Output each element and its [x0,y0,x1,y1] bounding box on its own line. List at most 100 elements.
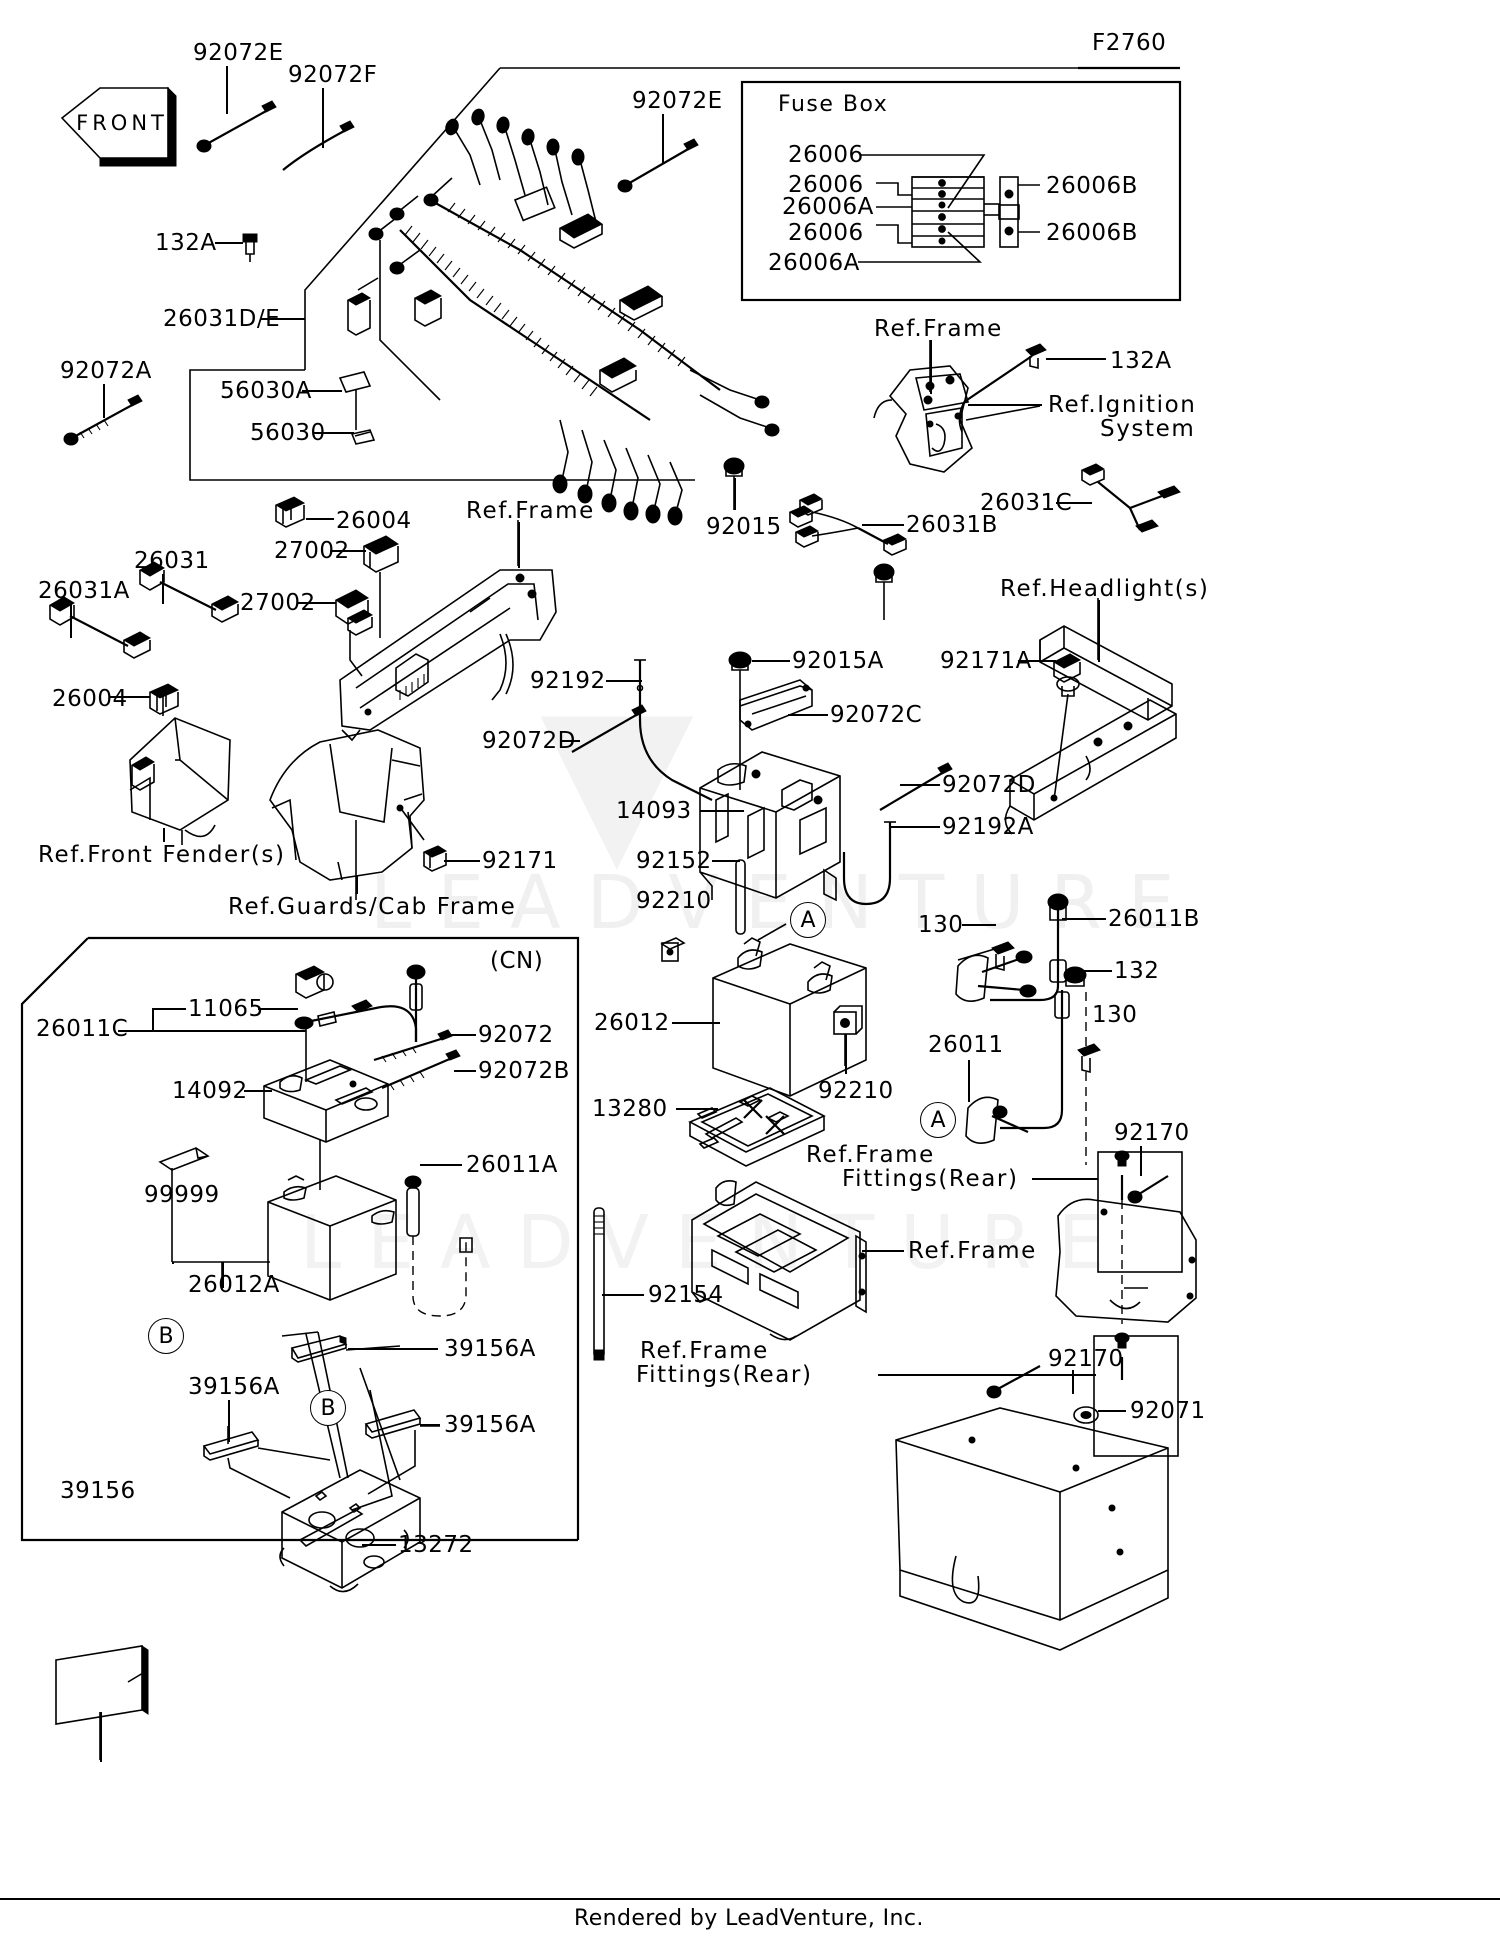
part-39156A-right [364,1409,422,1439]
callout-39156: 39156 [60,1478,136,1504]
leader-99999 [172,1262,174,1264]
leader-26011 [968,1060,970,1102]
part-26011A-cable [404,1175,473,1317]
leader-92071 [1098,1410,1126,1412]
part-132A-right [958,343,1047,433]
diagram-code: F2760 [1092,30,1167,56]
leader-26011C [118,1030,154,1032]
leader-27002-lower [298,602,336,604]
leader-26012A [222,1262,224,1288]
bottom-divider [0,1898,1500,1900]
part-92210-left [660,937,686,962]
callout-132A-right: 132A [1110,348,1172,374]
callout-ref-frame-1: Ref.Frame [466,498,595,524]
part-27002-lower [335,589,374,636]
part-56030 [350,429,376,445]
callout-ref-frame-2: Ref.Frame [874,316,1003,342]
leader-92072F [322,88,324,148]
leader-92072C [788,714,828,716]
ref-frame-bar-art [339,569,557,742]
callout-99999: 99999 [144,1182,220,1208]
part-132A-left [242,233,258,262]
callout-ref-frame-3: Ref.Frame [806,1142,935,1168]
leader-ref-frame-1 [518,522,520,568]
leader-132A-left [215,242,243,244]
callout-26031B: 26031B [906,512,998,538]
callout-39156A-1: 39156A [444,1336,536,1362]
callout-ref-frame-4: Ref.Frame [908,1238,1037,1264]
ref-frame-bracket-art [873,365,973,473]
leader-92170-upper [1140,1146,1142,1176]
leader-132 [1084,970,1112,972]
part-26011-terminal-upper [955,950,1037,1002]
part-26004-upper [274,496,306,528]
group-marker-A1-text: A [800,907,816,933]
leader-130-upper [962,924,996,926]
leader-92152 [712,860,740,862]
ref-front-fender-art [129,717,231,838]
leader-26004-upper [306,518,334,520]
callout-13272: 13272 [398,1532,474,1558]
ref-frame-tray-art [691,1180,867,1341]
leader-26012 [672,1022,720,1024]
leader-92072D-center [560,740,580,742]
callout-13280: 13280 [592,1096,668,1122]
callout-92015: 92015 [706,514,782,540]
leader-ref-front-fender [163,828,165,842]
group-marker-A1: A [790,902,826,938]
callout-92171: 92171 [482,848,558,874]
leader-13272 [362,1544,396,1546]
wire-harness-drawing [346,108,780,526]
part-26011-cable-lower [1000,990,1070,1130]
callout-26004-upper: 26004 [336,508,412,534]
leader-ref-frame-2 [930,340,932,394]
callout-26011B: 26011B [1108,906,1200,932]
callout-56030A: 56030A [220,378,312,404]
ref-frame-fittings-panel-upper [1055,1198,1197,1323]
fuse-box-label-4: 26006 [788,220,864,246]
callout-130-upper: 130 [918,912,964,938]
part-92071-washer [1073,1406,1099,1424]
fuse-box-right-label-2: 26006B [1046,220,1138,246]
leader-92015 [734,478,736,510]
leader-92072 [446,1034,476,1036]
part-26011-terminal-lower [965,1096,1029,1144]
callout-132: 132 [1114,958,1160,984]
leader-56030 [314,432,354,434]
fuse-box-label-5: 26006A [768,250,860,276]
callout-92072A: 92072A [60,358,152,384]
leader-92210-right [845,1034,847,1074]
part-26011B-cable [990,893,1069,1002]
part-39156A-mid [202,1431,260,1461]
part-26031A [49,596,152,659]
leader-92171A [1018,660,1056,662]
callout-92210-right: 92210 [818,1078,894,1104]
part-92015-nut-2 [873,563,895,583]
part-92154-bolt [593,1207,605,1361]
callout-92072B: 92072B [478,1058,570,1084]
callout-ref-guards-cab: Ref.Guards/Cab Frame [228,894,517,920]
part-26004-lower [148,683,180,715]
callout-26011: 26011 [928,1032,1004,1058]
callout-92210-left: 92210 [636,888,712,914]
callout-92171A: 92171A [940,648,1032,674]
callout-26004-lower: 26004 [52,686,128,712]
callout-92072F: 92072F [288,62,378,88]
part-92015A-nut [728,651,752,671]
part-92152-rod [735,859,746,935]
leader-92072B [454,1070,476,1072]
part-14092-cover [263,1059,389,1143]
part-92072D-center [571,704,647,753]
callout-92192: 92192 [530,668,606,694]
callout-26012A: 26012A [188,1272,280,1298]
leader-26031DE [260,318,305,320]
callout-92170-lower: 92170 [1048,1346,1124,1372]
group-marker-A2-text: A [930,1107,946,1133]
leader-14092 [244,1090,272,1092]
leader-39156 [100,1712,102,1762]
leader-92072D-right [900,784,940,786]
callout-92072D-center: 92072D [482,728,576,754]
callout-92170-upper: 92170 [1114,1120,1190,1146]
group-marker-B1-text: B [158,1323,174,1349]
